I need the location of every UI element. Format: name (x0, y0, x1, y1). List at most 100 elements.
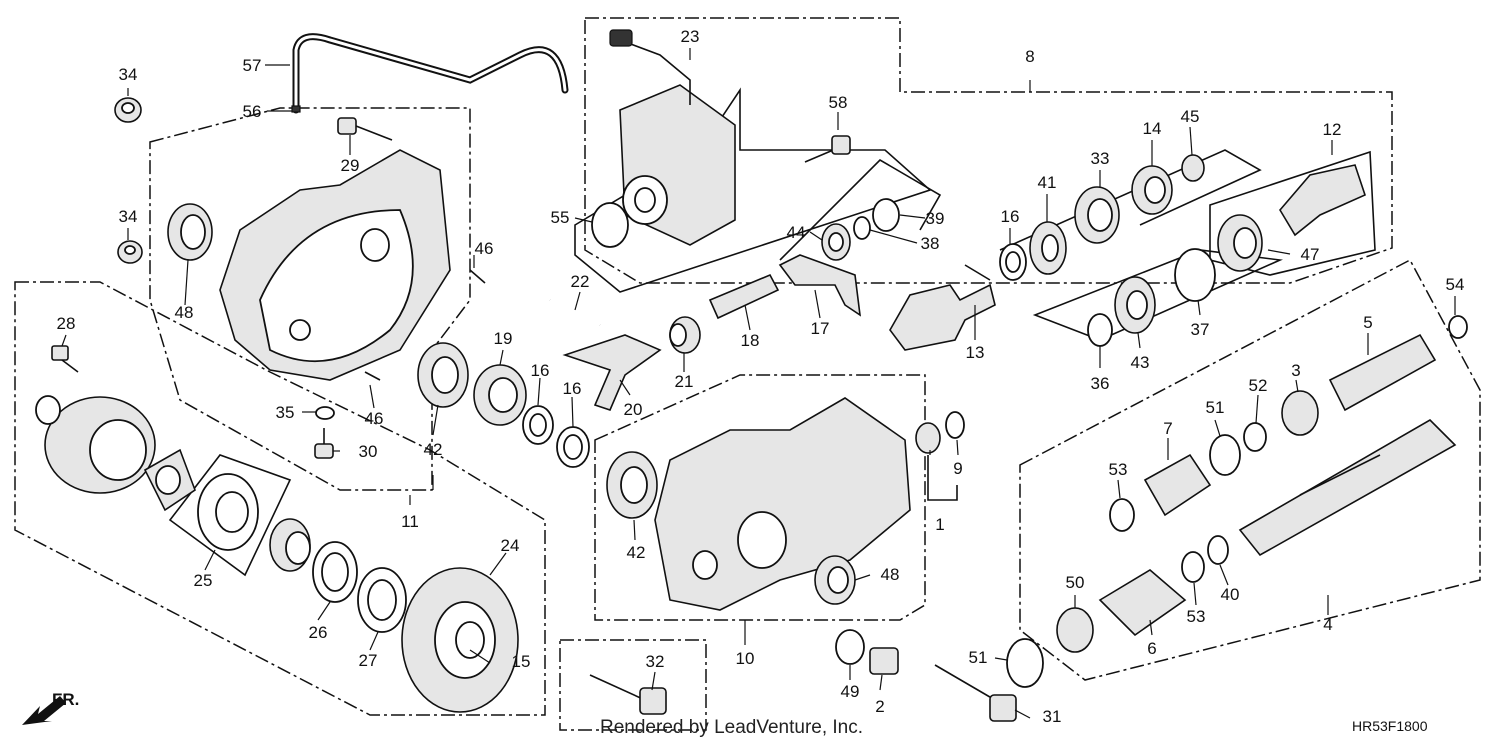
nut-34-top (114, 97, 142, 123)
callout-51a: 51 (1206, 398, 1225, 417)
o-ring-51-upper (1209, 434, 1241, 476)
callout-48b: 48 (881, 565, 900, 584)
bolt-58 (804, 135, 851, 163)
shift-fork-17 (778, 254, 862, 317)
group-outline-8 (584, 17, 1393, 284)
spring-3 (1281, 390, 1319, 436)
side-gear (143, 448, 196, 512)
seal-50 (1056, 607, 1094, 653)
callout-52: 52 (1249, 376, 1268, 395)
o-ring-55 (591, 202, 629, 248)
shim-26 (312, 541, 358, 603)
bearing-43 (1114, 276, 1156, 334)
callout-9: 9 (953, 459, 962, 478)
shim-16b (556, 426, 590, 468)
callout-25: 25 (194, 571, 213, 590)
circlip-53-lower (1181, 551, 1205, 583)
callout-53a: 53 (1109, 460, 1128, 479)
callout-15: 15 (512, 652, 531, 671)
callout-43: 43 (1131, 353, 1150, 372)
circlip-37 (1174, 248, 1216, 302)
callout-13: 13 (966, 343, 985, 362)
washer-38 (853, 216, 871, 240)
cam-gear (269, 518, 311, 572)
callout-14: 14 (1143, 119, 1162, 138)
shim-27 (357, 567, 407, 633)
callout-42a: 42 (424, 440, 443, 459)
o-ring-9 (945, 411, 965, 439)
callout-10: 10 (736, 649, 755, 668)
callout-41: 41 (1038, 173, 1057, 192)
gear-case-10 (654, 397, 911, 611)
clip-56 (291, 105, 301, 113)
callout-28: 28 (57, 314, 76, 333)
breather-tube (292, 33, 569, 114)
pin-46-lower (364, 371, 381, 381)
callout-48a: 48 (175, 303, 194, 322)
callout-19: 19 (494, 329, 513, 348)
bolt-28 (51, 345, 79, 373)
shim-16c (999, 243, 1027, 281)
output-shaft-12 (1279, 164, 1366, 237)
ring-gear-24 (401, 567, 519, 713)
bearing-41 (1029, 221, 1067, 275)
gear-case-cover (219, 149, 451, 381)
shift-fork-20 (562, 334, 662, 411)
bushing-21 (669, 316, 701, 354)
callout-37: 37 (1191, 320, 1210, 339)
collar-14 (1131, 165, 1173, 215)
differential-case (35, 395, 156, 494)
diagram-code: HR53F1800 (1352, 718, 1428, 734)
callout-16c: 16 (1001, 207, 1020, 226)
shaft-5 (1328, 333, 1437, 412)
callout-54: 54 (1446, 275, 1465, 294)
bolt-32 (589, 674, 667, 715)
bearing-42-left (417, 342, 469, 408)
callout-34b: 34 (119, 207, 138, 226)
group-outline-12 (1209, 150, 1376, 276)
callout-32: 32 (646, 652, 665, 671)
group-outline-25 (168, 454, 292, 577)
callout-49: 49 (841, 682, 860, 701)
washer-35 (315, 406, 335, 420)
washer-54 (1448, 315, 1468, 339)
callout-57: 57 (243, 56, 262, 75)
o-ring-51-lower (1006, 638, 1044, 688)
callout-5: 5 (1363, 313, 1372, 332)
render-credit: Rendered by LeadVenture, Inc. (600, 717, 863, 738)
callout-1: 1 (935, 515, 944, 534)
shift-shaft-18 (708, 273, 780, 320)
callout-44: 44 (787, 223, 806, 242)
bolt-31 (934, 664, 1017, 722)
circlip-53-upper (1109, 498, 1135, 532)
bearing-33 (1074, 186, 1120, 244)
shift-sleeve-19 (473, 364, 527, 426)
callout-31: 31 (1043, 707, 1062, 726)
group-outline-17 (779, 158, 942, 261)
callout-3: 3 (1291, 361, 1300, 380)
callout-34a: 34 (119, 65, 138, 84)
callout-24: 24 (501, 536, 520, 555)
callout-58: 58 (829, 93, 848, 112)
axle-shaft (1238, 418, 1457, 557)
callout-6: 6 (1147, 639, 1156, 658)
callout-33: 33 (1091, 149, 1110, 168)
bolt-29 (337, 117, 393, 141)
bearing-44 (821, 223, 851, 261)
callout-36: 36 (1091, 374, 1110, 393)
callout-12: 12 (1323, 120, 1342, 139)
group-outline-1 (927, 455, 958, 501)
callout-40: 40 (1221, 585, 1240, 604)
callout-16a: 16 (531, 361, 550, 380)
callout-56: 56 (243, 102, 262, 121)
bolt-30 (314, 428, 334, 459)
clutch-7 (1143, 453, 1212, 517)
group-outline-10 (594, 374, 926, 621)
bearing-48 (167, 203, 213, 261)
o-ring-40 (1207, 535, 1229, 565)
bushing-45 (1181, 154, 1205, 182)
callout-47: 47 (1301, 245, 1320, 264)
callout-29: 29 (341, 156, 360, 175)
callout-8: 8 (1025, 47, 1034, 66)
